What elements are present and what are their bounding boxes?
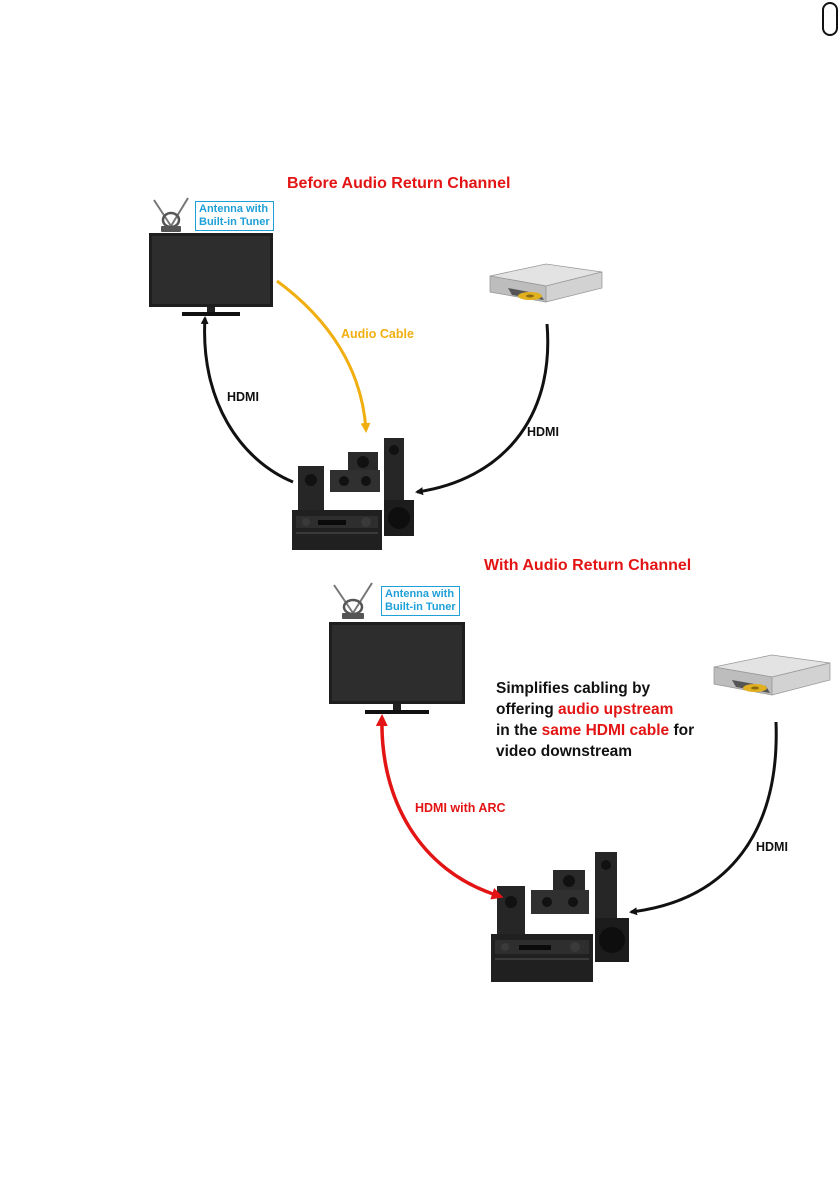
hdmi-label: HDMI xyxy=(756,840,788,854)
hdmi-cable-player-to-receiver xyxy=(417,324,548,492)
audio-cable-tv-to-receiver xyxy=(277,281,366,430)
hdmi-arc-label: HDMI with ARC xyxy=(415,801,506,815)
audio-cable-label: Audio Cable xyxy=(341,327,414,341)
hdmi-cable-player-to-receiver xyxy=(631,722,776,912)
hdmi-label: HDMI xyxy=(227,390,259,404)
hdmi-label: HDMI xyxy=(527,425,559,439)
